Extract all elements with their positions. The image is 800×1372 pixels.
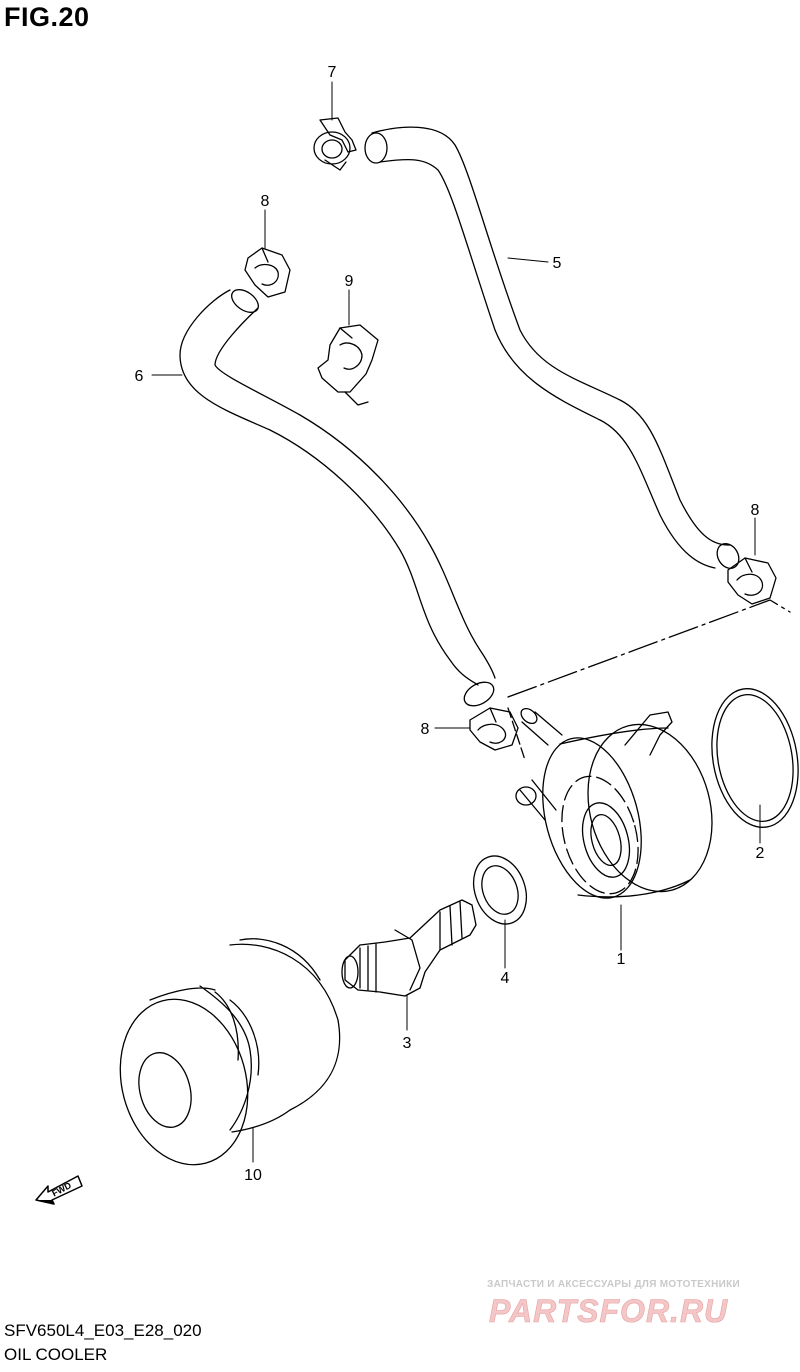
callout-4: 4 bbox=[501, 970, 510, 987]
callout-7: 7 bbox=[328, 64, 337, 81]
clamp-7 bbox=[313, 117, 357, 171]
fwd-arrow-icon: FWD bbox=[35, 1175, 83, 1205]
oil-cooler-1 bbox=[515, 707, 713, 899]
hose-6 bbox=[179, 289, 496, 707]
callout-8b: 8 bbox=[751, 502, 760, 519]
callout-1: 1 bbox=[617, 951, 626, 968]
hose-5 bbox=[364, 126, 740, 569]
callout-8a: 8 bbox=[261, 193, 270, 210]
clamp-8-bottom bbox=[469, 707, 519, 751]
gasket-4 bbox=[472, 855, 528, 925]
figure-title: FIG.20 bbox=[4, 2, 90, 32]
callout-6: 6 bbox=[135, 368, 144, 385]
watermark-subtitle: ЗАПЧАСТИ И АКСЕССУАРЫ ДЛЯ МОТОТЕХНИКИ bbox=[487, 1279, 740, 1290]
watermark-logo: PARTSFOR.RU bbox=[489, 1293, 728, 1330]
callout-5: 5 bbox=[553, 255, 562, 272]
leader-lines bbox=[151, 81, 761, 1163]
reference-line-2 bbox=[507, 707, 526, 761]
callout-10: 10 bbox=[244, 1167, 262, 1184]
reference-line bbox=[507, 599, 791, 698]
callout-8c: 8 bbox=[421, 721, 430, 738]
callout-2: 2 bbox=[756, 845, 765, 862]
oil-filter-10 bbox=[119, 938, 341, 1166]
model-code: SFV650L4_E03_E28_020 bbox=[4, 1321, 202, 1340]
o-ring-2 bbox=[711, 688, 799, 828]
figure-name: OIL COOLER bbox=[4, 1345, 108, 1364]
clamp-8-right bbox=[727, 557, 777, 605]
bracket-9 bbox=[317, 324, 379, 406]
callout-labels: 7 8 9 6 5 8 8 2 1 4 3 10 bbox=[135, 64, 765, 1184]
union-bolt-3 bbox=[341, 899, 477, 997]
clamp-8-top bbox=[244, 247, 291, 298]
callout-9: 9 bbox=[345, 273, 354, 290]
callout-3: 3 bbox=[403, 1035, 412, 1052]
watermark-logo-text: PARTSFOR.RU bbox=[489, 1293, 728, 1329]
